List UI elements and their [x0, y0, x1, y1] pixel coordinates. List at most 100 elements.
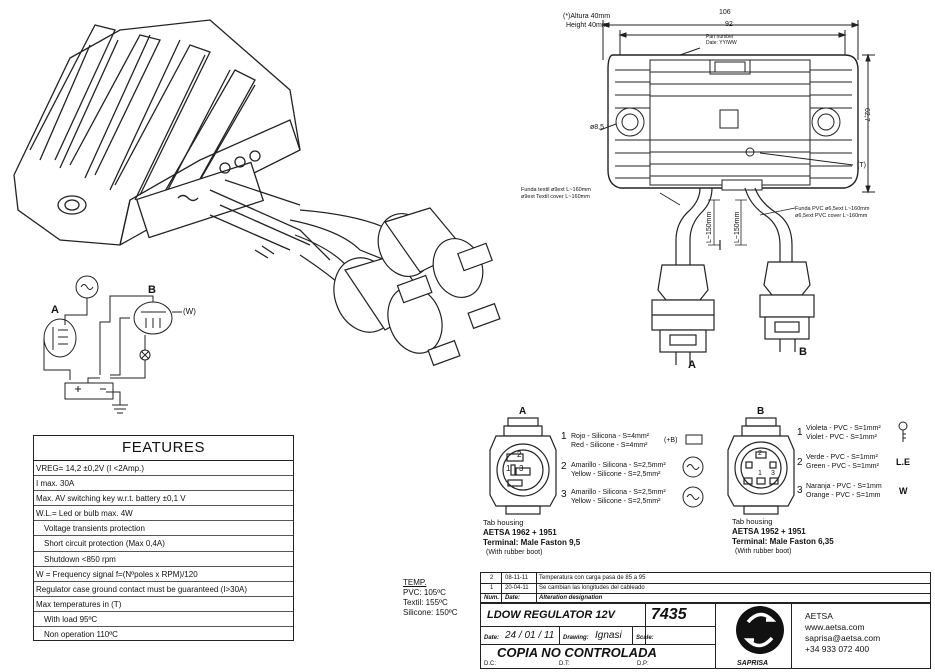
connector-b-pin-1: 1 — [758, 470, 762, 477]
dim-height-side: 62,7 — [863, 108, 870, 122]
regulator-iso-drawing — [13, 19, 331, 261]
connector-a-wire-2-en: Yellow - Silicone - S=2,5mm² — [571, 471, 661, 478]
connector-a-wire-2-es: Amarillo - Silicona - S=2,5mm² — [571, 462, 666, 469]
connector-b-wire-2-num: 2 — [797, 457, 803, 468]
cover-leaders — [659, 192, 796, 246]
top-view-connector-b — [759, 261, 815, 352]
dp-label: D.P: — [637, 661, 649, 667]
textil-cover-es: Funda textil ø9ext L~160mm — [521, 187, 591, 193]
connector-b-symbols — [898, 421, 908, 442]
feature-row: VREG= 14,2 ±0,2V (I <2Amp.) — [34, 461, 293, 477]
connector-a-wire-1-en: Red - Silicone - S=4mm² — [571, 442, 648, 449]
connector-b-front-view — [727, 417, 795, 515]
connector-b-wire-3-es: Naranja - PVC - S=1mm — [806, 483, 882, 490]
feature-row: With load 95ºC — [34, 612, 293, 628]
revision-head-num: Num. — [484, 595, 499, 601]
revision-table: 2 08-11-11 Temperatura con carga pasa de… — [480, 572, 931, 603]
iso-connector-b — [377, 207, 501, 330]
revision-head-desc: Alteration designation — [539, 595, 603, 601]
connector-b-terminal: Terminal: Male Faston 6,35 — [732, 537, 834, 546]
feature-row: Non operation 110ºC — [44, 630, 118, 640]
connector-a-part: AETSA 1962 + 1951 — [483, 528, 557, 537]
title-block: LDOW REGULATOR 12V 7435 Date: 24 / 01 / … — [480, 603, 931, 669]
connector-b-wire-3-sym: W — [899, 486, 908, 496]
date-code-note: Date: YY/WW — [706, 40, 737, 46]
company-logo-text: SAPRISA — [737, 660, 769, 667]
feature-row: Max temperatures in (T) — [34, 597, 293, 612]
connector-a-wire-1-num: 1 — [561, 431, 567, 442]
schematic-label-w: (W) — [183, 307, 196, 316]
copy-notice: COPIA NO CONTROLADA — [497, 645, 657, 660]
connector-b-pin-3: 3 — [771, 470, 775, 477]
revision-2-num: 1 — [490, 585, 494, 591]
connector-b-wire-2-sym: L.E — [896, 457, 911, 467]
cable-length-a: L~150mm — [706, 211, 713, 243]
connector-b-boot: (With rubber boot) — [735, 548, 792, 555]
connector-a-wire-3-es: Amarillo - Silicona - S=2,5mm² — [571, 489, 666, 496]
company-email: saprisa@aetsa.com — [805, 633, 881, 643]
feature-row: Max. AV switching key w.r.t. battery ±0,… — [34, 491, 293, 507]
revision-1-date: 08-11-11 — [505, 575, 529, 581]
connector-b-title: B — [757, 406, 765, 417]
textil-cover-en: ø9ext Textil cover L~160mm — [521, 194, 590, 200]
feature-row: W = Frequency signal f=(Nºpoles x RPM)/1… — [34, 567, 293, 582]
saprisa-logo — [736, 606, 784, 654]
top-connector-b-label: B — [799, 346, 807, 358]
feature-row: Shutdown <850 rpm — [34, 552, 293, 567]
part-number-note: Part number — [706, 34, 734, 40]
date-label: Date: — [484, 635, 500, 641]
feature-row: Regulator case ground contact must be gu… — [34, 582, 293, 597]
feature-row: I max. 30A — [34, 476, 293, 492]
connector-a-symbols — [682, 434, 704, 508]
feature-row: Voltage transients protection — [34, 521, 293, 537]
revision-2-date: 20-04-11 — [505, 585, 529, 591]
height-note-2: Height 40mm — [566, 22, 608, 29]
drawing-by-label: Drawing: — [563, 635, 589, 641]
connector-a-wire-3-num: 3 — [561, 489, 567, 500]
connector-a-pin-1: 1 — [506, 464, 511, 473]
revision-2-desc: Se cambian las longitudes del cableado — [539, 585, 645, 591]
pvc-cover-es: Funda PVC ø6,5ext L~160mm — [795, 206, 870, 212]
temp-pvc: PVC: 105ºC — [403, 588, 446, 597]
connector-b-housing: Tab housing — [732, 517, 773, 526]
drawing-code: 7435 — [651, 606, 687, 623]
connector-a-terminal: Terminal: Male Faston 9,5 — [483, 538, 581, 547]
dim-width-inner: 92 — [725, 21, 733, 28]
revision-1-desc: Temperatura con carga pasa de 85 a 95 — [539, 575, 646, 581]
connector-b-pin-2: 2 — [758, 450, 762, 457]
pvc-cover-en: ø6,5ext PVC cover L~160mm — [795, 213, 868, 219]
dc-label: D.C: — [484, 661, 496, 667]
temp-silicone: Silicone: 150ºC — [403, 608, 458, 617]
temp-title: TEMP. — [403, 578, 427, 587]
schematic-label-b: B — [148, 284, 156, 296]
dim-width-total: 106 — [719, 9, 731, 16]
connector-b-part: AETSA 1952 + 1951 — [732, 527, 806, 536]
feature-row: Short circuit protection (Max 0,4A) — [34, 536, 293, 552]
connector-a-wire-1-sym: (+B) — [664, 437, 678, 444]
height-note-1: (*)Altura 40mm — [563, 13, 611, 20]
connector-b-wire-2-es: Verde - PVC - S=1mm² — [806, 454, 878, 461]
schematic-label-a: A — [51, 304, 59, 316]
top-view-connector-a — [651, 264, 715, 365]
electrical-schematic — [43, 275, 182, 414]
connector-a-wire-1-es: Rojo - Silicona - S=4mm² — [571, 433, 649, 440]
connector-b-wire-1-es: Violeta - PVC - S=1mm² — [806, 425, 881, 432]
connector-b-wire-3-num: 3 — [797, 485, 803, 496]
connector-a-wire-2-num: 2 — [561, 461, 567, 472]
connector-a-pin-3: 3 — [519, 464, 524, 473]
company-phone: +34 933 072 400 — [805, 644, 870, 654]
cable-length-b: L~150mm — [734, 211, 741, 243]
connector-b-wire-1-en: Violet - PVC - S=1mm² — [806, 434, 877, 441]
top-connector-a-label: A — [688, 359, 696, 371]
features-table: FEATURES VREG= 14,2 ±0,2V (I <2Amp.)I ma… — [33, 435, 294, 641]
connector-b-wire-2-en: Green - PVC - S=1mm² — [806, 463, 879, 470]
dt-label: D.T: — [559, 661, 570, 667]
connector-a-title: A — [519, 406, 527, 417]
connector-a-front-view — [489, 417, 557, 515]
dim-hole: ø8,5 — [590, 124, 605, 131]
company-web: www.aetsa.com — [805, 622, 865, 632]
drawing-title: LDOW REGULATOR 12V — [487, 609, 615, 621]
connector-a-boot: (With rubber boot) — [486, 549, 543, 556]
company-name: AETSA — [805, 611, 833, 621]
